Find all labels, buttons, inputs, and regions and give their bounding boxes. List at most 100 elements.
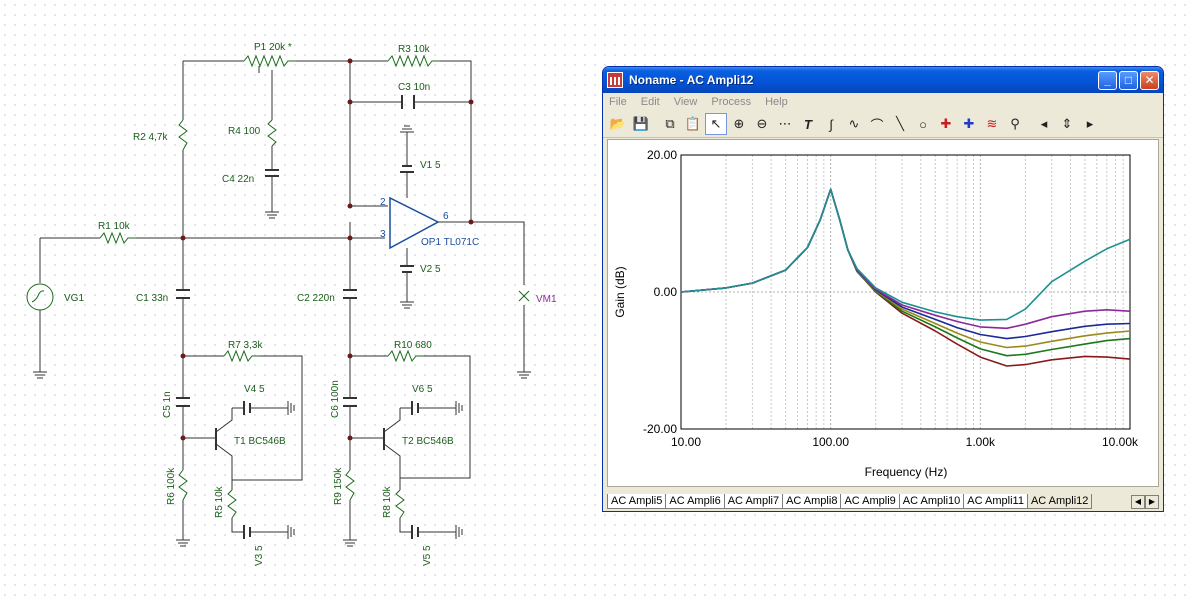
label-v3: V3 5 xyxy=(254,545,265,566)
r10-resistor xyxy=(387,349,424,363)
tab-ampli9[interactable]: AC Ampli9 xyxy=(840,494,900,509)
zoom-out-icon[interactable]: ⊖ xyxy=(756,116,768,131)
save-icon[interactable]: 💾 xyxy=(632,116,650,131)
curve3-icon[interactable]: ⌒ xyxy=(870,117,884,133)
tab-ampli11[interactable]: AC Ampli11 xyxy=(963,494,1028,509)
r4-resistor xyxy=(267,119,277,147)
updown-icon[interactable]: ⇕ xyxy=(1061,116,1073,131)
menu-view[interactable]: View xyxy=(673,96,698,108)
wire-top3 xyxy=(440,60,472,222)
tab-ampli6[interactable]: AC Ampli6 xyxy=(665,494,725,509)
label-r9: R9 150k xyxy=(333,467,344,505)
curve-icon[interactable]: ∫ xyxy=(829,116,833,132)
label-v2: V2 5 xyxy=(420,264,441,275)
x-tick-label: 1.00k xyxy=(966,435,996,449)
text-icon[interactable]: T xyxy=(804,116,812,132)
tab-bar: AC Ampli5 AC Ampli6 AC Ampli7 AC Ampli8 … xyxy=(607,493,1159,509)
label-r5: R5 10k xyxy=(214,485,225,518)
copy-icon[interactable]: ⧉ xyxy=(665,116,675,131)
label-c1: C1 33n xyxy=(136,293,168,304)
menu-process[interactable]: Process xyxy=(711,96,752,108)
waves-icon[interactable]: ≋ xyxy=(986,116,998,131)
y-tick-label: 20.00 xyxy=(647,148,677,162)
r5-resistor xyxy=(227,489,237,519)
series-line-3 xyxy=(680,188,1131,340)
menu-file[interactable]: File xyxy=(609,96,627,108)
r3-resistor xyxy=(387,54,440,68)
label-v6: V6 5 xyxy=(412,384,433,395)
label-r10: R10 680 xyxy=(394,340,432,351)
title-bar[interactable]: Noname - AC Ampli12 _ □ ✕ xyxy=(603,67,1163,93)
tab-scroll-left-icon[interactable]: ◀ xyxy=(1131,495,1145,509)
pointer-icon[interactable]: ↖ xyxy=(705,113,727,135)
x-tick-label: 10.00k xyxy=(1102,435,1139,449)
open-icon[interactable]: 📂 xyxy=(609,116,627,131)
label-r6: R6 100k xyxy=(166,467,177,505)
label-r7: R7 3,3k xyxy=(228,340,263,351)
menu-help[interactable]: Help xyxy=(765,96,788,108)
label-pin3: 3 xyxy=(380,229,386,240)
right-icon[interactable]: ▸ xyxy=(1086,116,1094,131)
maximize-button[interactable]: □ xyxy=(1119,70,1138,90)
close-button[interactable]: ✕ xyxy=(1140,70,1159,90)
toolbar: 📂 💾 ⧉ 📋 ↖ ⊕ ⊖ ⋯ T ∫ ∿ ⌒ ╲ ○ ✚ ✚ ≋ ⚲ ◂ ⇕ … xyxy=(603,111,1163,138)
minimize-button[interactable]: _ xyxy=(1098,70,1117,90)
paste-icon[interactable]: 📋 xyxy=(684,116,702,131)
x-tick-label: 100.00 xyxy=(812,435,849,449)
probe-icon[interactable]: ⚲ xyxy=(1010,116,1020,131)
label-pin6: 6 xyxy=(443,211,449,222)
line-icon[interactable]: ╲ xyxy=(896,116,904,131)
grid xyxy=(681,155,1130,429)
y-tick-label: 0.00 xyxy=(654,285,678,299)
label-pin2: 2 xyxy=(380,197,386,208)
tab-ampli8[interactable]: AC Ampli8 xyxy=(782,494,842,509)
label-vm1: VM1 xyxy=(536,294,557,305)
label-c2: C2 220n xyxy=(297,293,335,304)
label-c6: C6 100n xyxy=(330,380,341,418)
label-c5: C5 1n xyxy=(162,391,173,418)
app-icon xyxy=(607,72,623,88)
vg1-source xyxy=(26,283,54,311)
label-r2: R2 4,7k xyxy=(133,132,168,143)
label-vg1: VG1 xyxy=(64,293,84,304)
label-op1: OP1 TL071C xyxy=(421,237,479,248)
r7-resistor xyxy=(223,349,260,363)
r8-resistor xyxy=(395,489,405,519)
menu-bar: File Edit View Process Help xyxy=(603,93,1163,111)
tab-ampli12[interactable]: AC Ampli12 xyxy=(1026,494,1093,509)
label-v5: V5 5 xyxy=(422,545,433,566)
cursor-a-icon[interactable]: ✚ xyxy=(940,116,952,131)
wire-c3 xyxy=(349,61,402,103)
label-v4: V4 5 xyxy=(244,384,265,395)
zoom-in-icon[interactable]: ⊕ xyxy=(733,116,745,131)
tab-scroll-right-icon[interactable]: ▶ xyxy=(1145,495,1159,509)
schematic-canvas: P1 20k * R3 10k C3 10n R2 4,7k R4 100 C4… xyxy=(26,42,557,566)
cursor-b-icon[interactable]: ✚ xyxy=(963,116,975,131)
series-group xyxy=(680,188,1131,367)
menu-edit[interactable]: Edit xyxy=(640,96,660,108)
series-line-2 xyxy=(680,188,1131,330)
opamp-symbol xyxy=(389,196,440,250)
label-c4: C4 22n xyxy=(222,174,254,185)
series-line-5 xyxy=(680,188,1131,357)
label-c3: C3 10n xyxy=(398,82,430,93)
label-r1: R1 10k xyxy=(98,221,131,232)
tab-ampli10[interactable]: AC Ampli10 xyxy=(898,494,965,509)
label-t2: T2 BC546B xyxy=(402,436,454,447)
grid-icon[interactable]: ⋯ xyxy=(778,116,792,131)
label-r4: R4 100 xyxy=(228,126,261,137)
y-tick-label: -20.00 xyxy=(643,422,677,436)
x-axis-label: Frequency (Hz) xyxy=(865,465,948,479)
tab-ampli5[interactable]: AC Ampli5 xyxy=(607,494,667,509)
analysis-window: Noname - AC Ampli12 _ □ ✕ File Edit View… xyxy=(602,66,1164,512)
r1-resistor xyxy=(99,231,136,245)
p1-resistor xyxy=(243,54,296,68)
circle-icon[interactable]: ○ xyxy=(919,116,927,132)
tab-ampli7[interactable]: AC Ampli7 xyxy=(723,494,784,509)
curve2-icon[interactable]: ∿ xyxy=(848,116,860,131)
label-v1: V1 5 xyxy=(420,160,441,171)
left-icon[interactable]: ◂ xyxy=(1040,116,1048,131)
